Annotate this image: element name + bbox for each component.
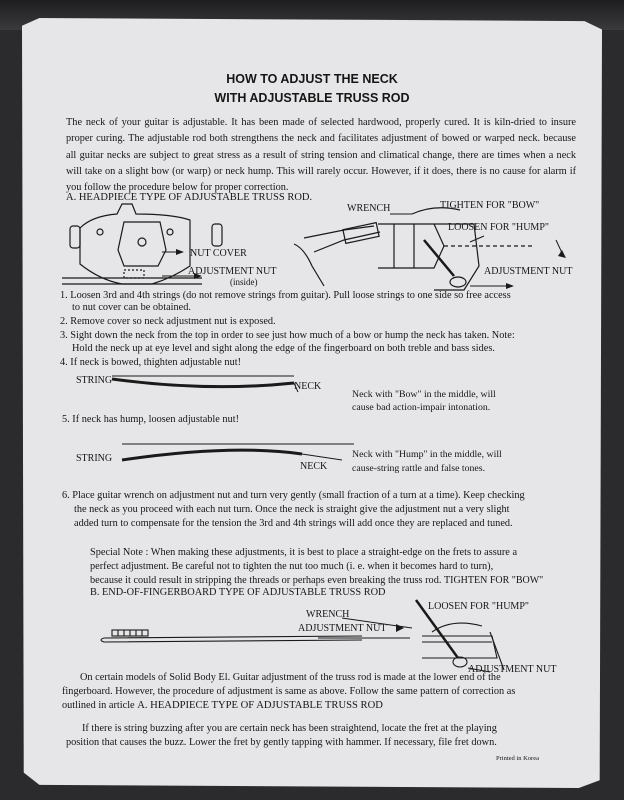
label-inside: (inside) (230, 277, 258, 287)
label-adjustment-nut-a: ADJUSTMENT NUT (188, 266, 277, 277)
step-2: 2. Remove cover so neck adjustment nut i… (60, 316, 276, 327)
label-tighten-b: TIGHTEN FOR "BOW" (444, 575, 544, 586)
label-adjustment-nut-a2: ADJUSTMENT NUT (484, 266, 573, 277)
step-6-line-1: 6. Place guitar wrench on adjustment nut… (62, 490, 525, 501)
title-line-2: WITH ADJUSTABLE TRUSS ROD (214, 91, 410, 105)
step-3-line-1: 3. Sight down the neck from the top in o… (60, 330, 515, 341)
step-4: 4. If neck is bowed, thighten adjustable… (60, 357, 242, 368)
tuner-peg-left (69, 225, 81, 249)
tuner-peg-right (211, 223, 223, 247)
solid-body-line-3-reference: A. HEADPIECE TYPE OF ADJUSTABLE TRUSS RO… (137, 700, 383, 711)
label-nut-cover: NUT COVER (190, 248, 247, 259)
step-1-line-1: 1. Loosen 3rd and 4th strings (do not re… (60, 290, 511, 301)
label-wrench-b: WRENCH (306, 609, 350, 620)
intro-paragraph: The neck of your guitar is adjustable. I… (66, 117, 576, 194)
section-a-heading: A. HEADPIECE TYPE OF ADJUSTABLE TRUSS RO… (66, 192, 313, 203)
special-note-line-3: because it could result in stripping the… (90, 575, 442, 586)
solid-body-line-3: outlined in article A. HEADPIECE TYPE OF… (62, 700, 383, 712)
step-3-line-2: Hold the neck up at eye level and sight … (72, 343, 495, 354)
hump-diagram (121, 443, 354, 462)
label-neck-hump: NECK (300, 461, 328, 472)
title-line-1: HOW TO ADJUST THE NECK (226, 72, 398, 86)
printed-in-korea: Printed in Korea (496, 755, 539, 762)
instruction-sheet: HOW TO ADJUST THE NECK WITH ADJUSTABLE T… (22, 18, 602, 788)
solid-body-line-1: On certain models of Solid Body El. Guit… (80, 672, 501, 683)
label-adjustment-nut-b2: ADJUSTMENT NUT (468, 664, 557, 675)
label-tighten-a: TIGHTEN FOR "BOW" (440, 200, 540, 211)
buzz-line-2: position that causes the buzz. Lower the… (66, 737, 497, 748)
hump-note-line-2: cause-string rattle and false tones. (352, 463, 486, 474)
step-6-line-2: the neck as you proceed with each nut tu… (74, 504, 510, 515)
label-adjustment-nut-b1: ADJUSTMENT NUT (298, 623, 387, 634)
headstock-outline (79, 203, 191, 285)
label-loosen-b: LOOSEN FOR "HUMP" (428, 601, 529, 612)
end-of-fingerboard-diagram (100, 599, 505, 673)
solid-body-line-3-prefix: outlined in article (62, 700, 135, 711)
special-note-line-1: Special Note : When making these adjustm… (90, 547, 518, 558)
bow-note-line-1: Neck with "Bow" in the middle, will (352, 389, 496, 400)
step-6-line-3: added turn to compensate for the tension… (74, 518, 513, 529)
section-b-heading: B. END-OF-FINGERBOARD TYPE OF ADJUSTABLE… (90, 587, 386, 598)
bow-diagram (111, 375, 299, 393)
bow-note-line-2: cause bad action-impair intonation. (352, 402, 491, 413)
label-loosen-a: LOOSEN FOR "HUMP" (448, 222, 549, 233)
label-wrench-a: WRENCH (347, 203, 391, 214)
step-5: 5. If neck has hump, loosen adjustable n… (62, 414, 240, 425)
headpiece-diagram (62, 203, 223, 285)
label-string-hump: STRING (76, 453, 113, 464)
step-1-line-2: to nut cover can be obtained. (72, 302, 191, 313)
label-string-bow: STRING (76, 375, 113, 386)
special-note-line-2: perfect adjustment. Be careful not to ti… (90, 561, 494, 572)
wrench-headstock-diagram (293, 207, 566, 291)
label-neck-bow: NECK (294, 381, 322, 392)
buzz-line-1: If there is string buzzing after you are… (82, 723, 497, 734)
solid-body-line-2: fingerboard. However, the procedure of a… (62, 686, 516, 697)
hump-note-line-1: Neck with "Hump" in the middle, will (352, 449, 502, 460)
